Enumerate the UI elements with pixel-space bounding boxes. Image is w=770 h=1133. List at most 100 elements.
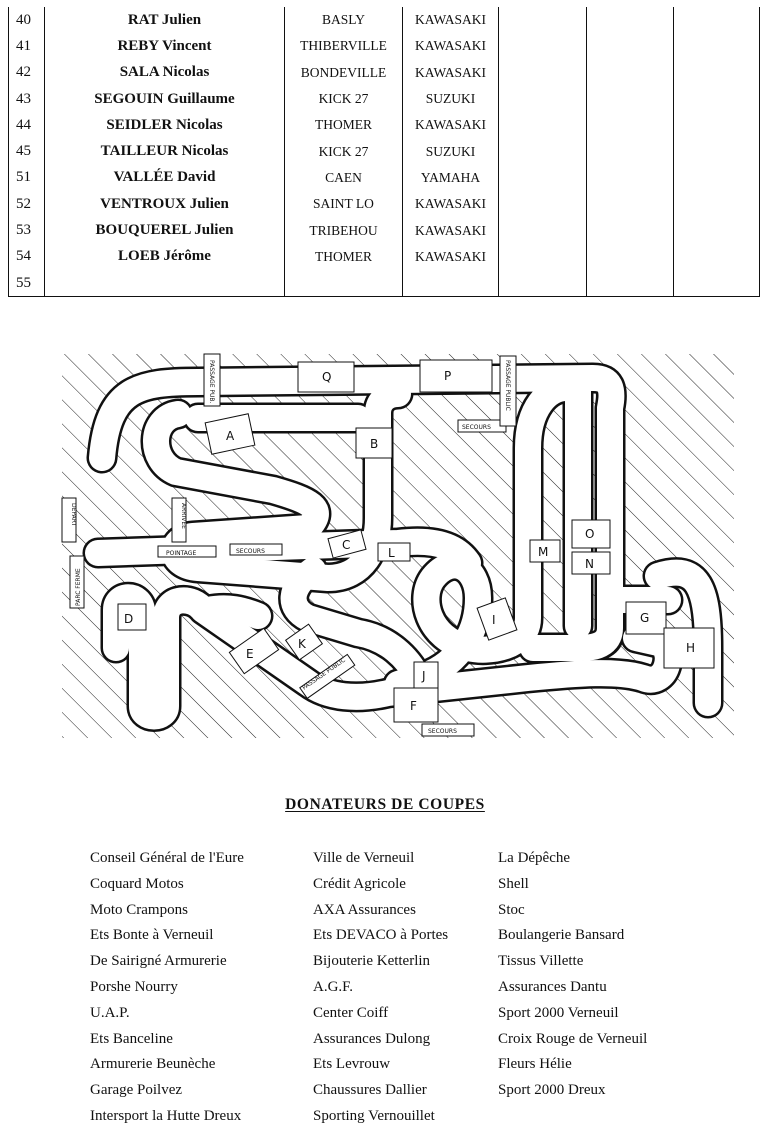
donor-item: Croix Rouge de Verneuil bbox=[498, 1030, 648, 1047]
rider-result-cell bbox=[498, 164, 587, 192]
rider-club: THOMER bbox=[284, 112, 403, 139]
tag-pointage: POINTAGE bbox=[157, 545, 217, 558]
section-label-q: Q bbox=[322, 370, 331, 384]
donor-item: Boulangerie Bansard bbox=[498, 927, 625, 944]
svg-text:SECOURS: SECOURS bbox=[428, 728, 457, 735]
donor-item: Sport 2000 Dreux bbox=[498, 1082, 606, 1099]
tag-depart: DEPART bbox=[61, 497, 77, 543]
rider-club: SAINT LO bbox=[284, 191, 403, 218]
donor-item: Armurerie Beunèche bbox=[90, 1056, 216, 1073]
rider-result-cell bbox=[498, 85, 587, 113]
rider-result-cell bbox=[498, 217, 587, 244]
rider-club: BASLY bbox=[284, 7, 403, 34]
donor-item: Assurances Dantu bbox=[498, 978, 607, 995]
rider-brand: KAWASAKI bbox=[402, 33, 499, 60]
section-f: F bbox=[393, 687, 439, 723]
rider-result-cell bbox=[586, 59, 674, 86]
section-h: G bbox=[625, 601, 667, 635]
svg-text:SECOURS: SECOURS bbox=[462, 424, 491, 431]
rider-result-cell bbox=[673, 33, 760, 60]
rider-name: SEIDLER Nicolas bbox=[44, 112, 285, 139]
rider-name: BOUQUEREL Julien bbox=[44, 217, 285, 244]
tag-passage-public-right: PASSAGE PUBLIC bbox=[499, 355, 517, 427]
rider-result-cell bbox=[498, 138, 587, 165]
rider-name bbox=[44, 269, 285, 298]
rider-club: BONDEVILLE bbox=[284, 59, 403, 86]
section-label-i: I bbox=[492, 613, 496, 627]
tag-secours-mid: SECOURS bbox=[229, 543, 283, 556]
rider-result-cell bbox=[586, 85, 674, 113]
donor-item: Ets Bonte à Verneuil bbox=[90, 927, 214, 944]
rider-result-cell bbox=[498, 59, 587, 86]
section-g: H bbox=[663, 627, 715, 669]
section-m: M bbox=[529, 539, 561, 563]
section-k: K bbox=[284, 623, 324, 661]
rider-brand: KAWASAKI bbox=[402, 112, 499, 139]
rider-brand: KAWASAKI bbox=[402, 243, 499, 270]
rider-result-cell bbox=[586, 243, 674, 270]
tag-passage-public-top: PASSAGE PUB. bbox=[203, 353, 221, 407]
donor-item: Chaussures Dallier bbox=[313, 1082, 427, 1099]
donor-item: Ets DEVACO à Portes bbox=[313, 927, 449, 944]
svg-text:POINTAGE: POINTAGE bbox=[166, 550, 196, 557]
section-label-b: B bbox=[370, 437, 378, 451]
section-label-g: H bbox=[686, 641, 695, 655]
rider-result-cell bbox=[498, 33, 587, 60]
rider-result-cell bbox=[586, 217, 674, 244]
rider-result-cell bbox=[673, 85, 760, 113]
rider-club: CAEN bbox=[284, 164, 403, 192]
rider-result-cell bbox=[498, 191, 587, 218]
donor-item: Fleurs Hélie bbox=[498, 1056, 572, 1073]
donor-item: Moto Crampons bbox=[90, 901, 188, 918]
rider-club: THOMER bbox=[284, 243, 403, 270]
donor-item: Garage Poilvez bbox=[90, 1082, 183, 1099]
rider-name: LOEB Jérôme bbox=[44, 243, 285, 270]
rider-row: 55 bbox=[8, 269, 760, 298]
donor-item: Porshe Nourry bbox=[90, 978, 178, 995]
rider-number: 41 bbox=[8, 33, 45, 60]
tag-arrivee: ARRIVEE bbox=[171, 497, 187, 543]
svg-text:PASSAGE PUB.: PASSAGE PUB. bbox=[208, 360, 215, 404]
rider-name: SEGOUIN Guillaume bbox=[44, 85, 285, 113]
donor-item: Ets Levrouw bbox=[313, 1056, 391, 1073]
rider-number: 51 bbox=[8, 164, 45, 192]
rider-number: 54 bbox=[8, 243, 45, 270]
donor-item: A.G.F. bbox=[313, 978, 354, 995]
rider-result-cell bbox=[498, 269, 587, 298]
donor-item: Assurances Dulong bbox=[313, 1030, 431, 1047]
section-p: P bbox=[419, 359, 493, 393]
donor-item: Crédit Agricole bbox=[313, 875, 406, 892]
section-label-e: E bbox=[246, 647, 254, 661]
rider-number: 42 bbox=[8, 59, 45, 86]
donor-item: AXA Assurances bbox=[313, 901, 416, 918]
donor-item: Coquard Motos bbox=[90, 875, 184, 892]
rider-result-cell bbox=[673, 191, 760, 218]
section-l: L bbox=[377, 542, 411, 562]
rider-number: 44 bbox=[8, 112, 45, 139]
donor-item: Conseil Général de l'Eure bbox=[90, 850, 244, 866]
section-label-p: P bbox=[444, 369, 451, 383]
rider-result-cell bbox=[498, 243, 587, 270]
svg-text:SECOURS: SECOURS bbox=[236, 548, 265, 555]
donor-item: Sporting Vernouillet bbox=[313, 1107, 435, 1124]
rider-name: RAT Julien bbox=[44, 7, 285, 34]
rider-number: 40 bbox=[8, 7, 45, 34]
section-d: D bbox=[117, 603, 147, 631]
tag-secours-top: SECOURS bbox=[457, 419, 507, 433]
section-label-l: L bbox=[388, 546, 395, 560]
section-label-f: F bbox=[410, 699, 417, 713]
rider-club: THIBERVILLE bbox=[284, 33, 403, 60]
rider-result-cell bbox=[586, 138, 674, 165]
section-label-c: C bbox=[342, 538, 350, 552]
section-i: I bbox=[476, 597, 518, 641]
track-map: Q P A B C L D E K J F I M O N G H SECOUR… bbox=[61, 353, 734, 738]
rider-result-cell bbox=[673, 112, 760, 139]
donor-item: Stoc bbox=[498, 901, 525, 918]
section-label-n: N bbox=[585, 557, 594, 571]
